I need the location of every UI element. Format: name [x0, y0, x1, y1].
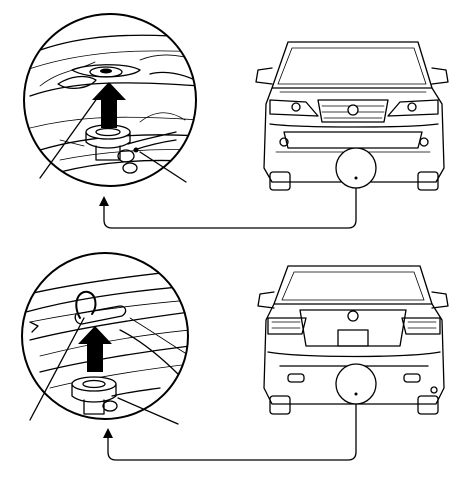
leader-line-rear-left: [29, 317, 85, 421]
rear-connector-line: [107, 403, 357, 461]
rear-connector-arrowhead: [103, 428, 113, 438]
leader-line-rear-right: [117, 397, 179, 425]
car-rear-view: [257, 265, 449, 415]
front-detail-circle: [23, 13, 197, 187]
leader-line-front-left: [39, 89, 104, 179]
front-jack-point-marker: [335, 147, 377, 189]
rear-jack-point-marker: [335, 363, 377, 405]
lift-arrow-rear: [78, 326, 112, 372]
front-connector-arrowhead: [99, 196, 109, 206]
front-panel: [23, 13, 449, 229]
front-connector-line: [103, 187, 357, 229]
lift-arrow-front: [92, 82, 126, 128]
leader-line-front-right: [139, 151, 187, 183]
rear-detail-circle: [21, 252, 189, 425]
rear-panel: [21, 252, 449, 461]
car-front-view: [255, 41, 449, 191]
